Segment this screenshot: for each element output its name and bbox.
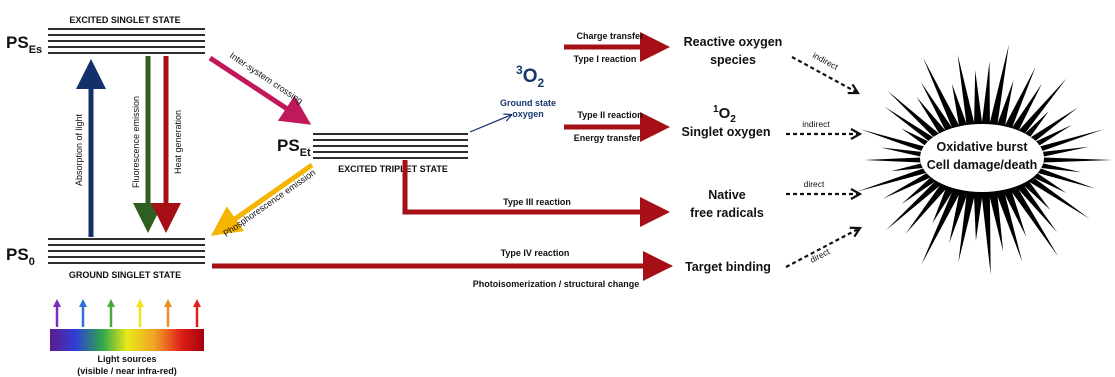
type1-top-label: Charge transfer [576,31,644,41]
pathway-target-label: direct [808,246,832,265]
spectrum-arrow-head [136,299,144,307]
spectrum-arrows [53,299,201,327]
pathway-ros [791,56,858,93]
spectrum-arrow-head [193,299,201,307]
spectrum-arrow-head [107,299,115,307]
spectrum-bar [50,329,204,351]
ros-line2: species [710,53,756,67]
type3-arrow [402,160,670,227]
phosphorescence-arrow [210,162,314,236]
ros-line1: Reactive oxygen [684,35,783,49]
excited-triplet-levels [313,133,468,159]
type3-label: Type III reaction [503,197,571,207]
pathway-ros-label: indirect [811,50,840,72]
type2-top-label: Type II reaction [577,110,642,120]
type1-bottom-label: Type I reaction [574,54,637,64]
absorption-label: Absorption of light [74,113,84,186]
heat-label: Heat generation [173,110,183,174]
spectrum-arrow-head [53,299,61,307]
spectrum-arrow-head [164,299,172,307]
excited-singlet-state: EXCITED SINGLET STATE PSEs [6,15,205,56]
ps-es-label: PSEs [6,33,42,56]
oxygen-label-line1: Ground state [500,98,556,108]
spectrum-arrow-head [79,299,87,307]
excited-singlet-label: EXCITED SINGLET STATE [69,15,180,25]
ground-singlet-state: GROUND SINGLET STATE PS0 [6,238,205,280]
native-line1: Native [708,188,746,202]
singlet-oxygen-label: Singlet oxygen [682,125,771,139]
light-sources-line2: (visible / near infra-red) [77,366,177,376]
type2-bottom-label: Energy transfer [574,133,641,143]
pathway-native-label: direct [804,179,825,189]
ground-singlet-levels [48,238,205,264]
excited-triplet-state: EXCITED TRIPLET STATE PSEt [277,133,468,174]
pathway-singlet-label: indirect [802,119,830,129]
excited-singlet-levels [48,28,205,54]
singlet-oxygen-symbol: 1O2 [713,104,736,125]
ps-0-label: PS0 [6,245,35,268]
outcome-line2: Cell damage/death [927,158,1037,172]
phosphorescence-label: Phosphorescence emission [221,167,317,238]
isc-arrow [208,55,312,125]
oxygen-3o2: 3O2 [516,63,544,90]
native-line2: free radicals [690,206,764,220]
oxygen-arrow [469,115,511,133]
oxidative-burst-icon [856,44,1112,275]
light-sources: Light sources (visible / near infra-red) [50,299,204,376]
outcome-line1: Oxidative burst [937,140,1029,154]
target-binding-label: Target binding [685,260,771,274]
excited-triplet-label: EXCITED TRIPLET STATE [338,164,448,174]
fluorescence-label: Fluorescence emission [131,96,141,188]
type4-top-label: Type IV reaction [501,248,570,258]
light-sources-line1: Light sources [97,354,156,364]
ground-singlet-label: GROUND SINGLET STATE [69,270,181,280]
type4-bottom-label: Photoisomerization / structural change [473,279,640,289]
ps-et-label: PSEt [277,136,311,159]
oxygen-label-line2: oxygen [512,109,544,119]
